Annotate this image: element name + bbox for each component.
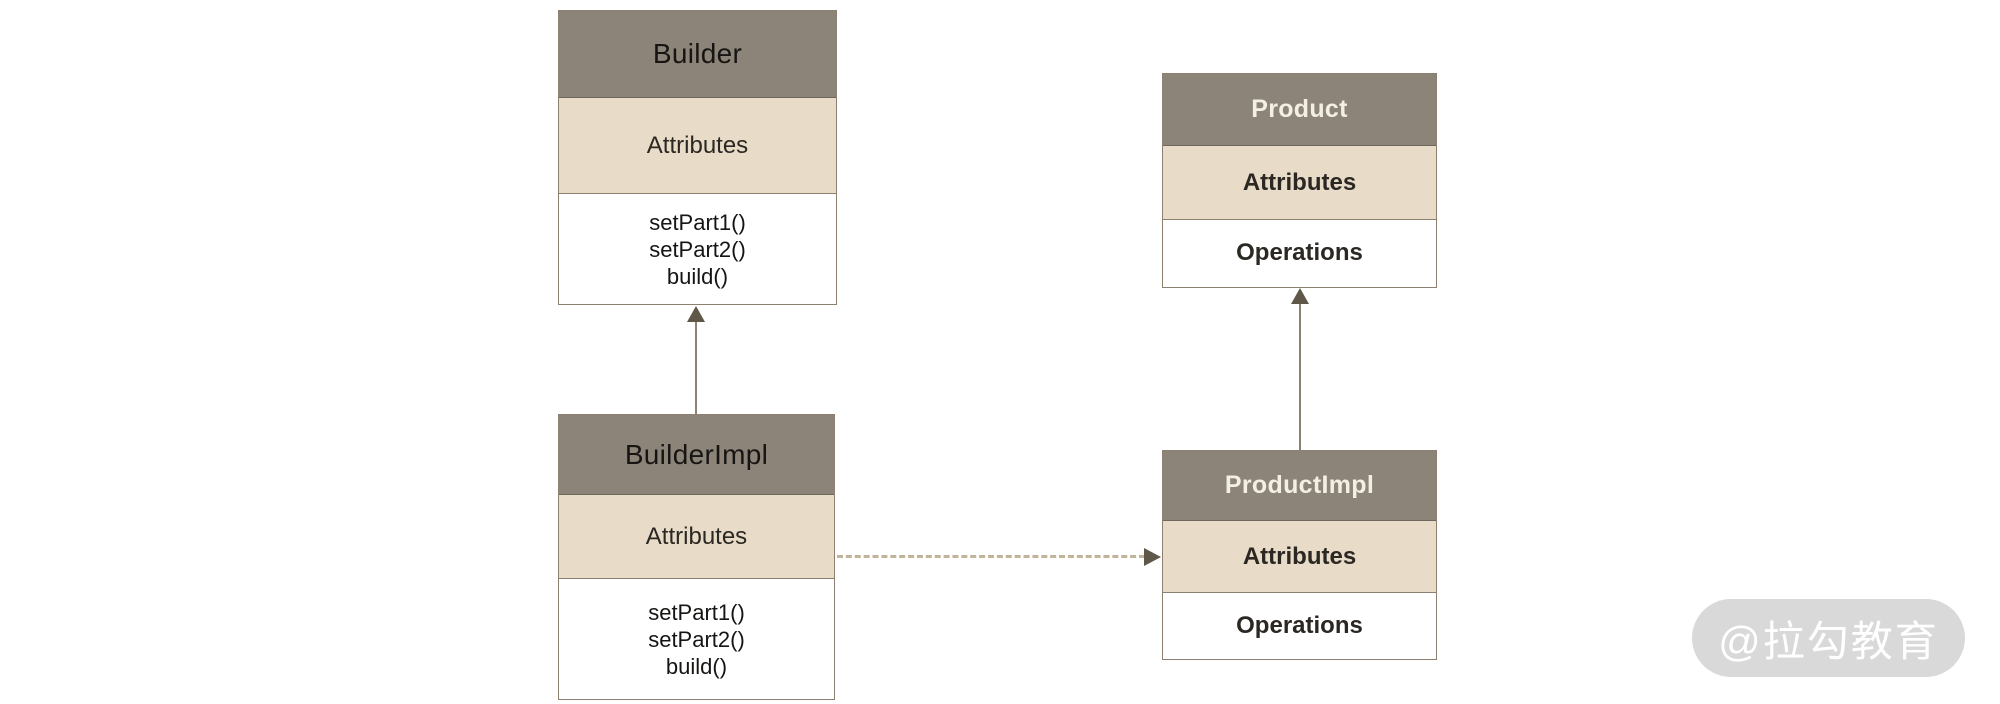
class-box-product: Product Attributes Operations bbox=[1162, 73, 1437, 288]
method-line: build() bbox=[665, 653, 728, 679]
class-title-product: Product bbox=[1163, 74, 1436, 146]
method-line: build() bbox=[666, 263, 729, 289]
watermark-text: @拉勾教育 bbox=[1718, 617, 1939, 665]
generalization-line-builderimpl-to-builder bbox=[695, 318, 697, 414]
attributes-section-builderimpl: Attributes bbox=[559, 495, 834, 579]
operations-section-builder: setPart1() setPart2() build() bbox=[559, 194, 836, 304]
attributes-section-productimpl: Attributes bbox=[1163, 521, 1436, 593]
class-title-productimpl: ProductImpl bbox=[1163, 451, 1436, 521]
dependency-dashed-line-builderimpl-to-productimpl bbox=[837, 555, 1145, 558]
method-line: setPart1() bbox=[648, 599, 745, 625]
attributes-section-builder: Attributes bbox=[559, 98, 836, 194]
class-box-builderimpl: BuilderImpl Attributes setPart1() setPar… bbox=[558, 414, 835, 700]
operations-section-productimpl: Operations bbox=[1163, 593, 1436, 659]
method-line: setPart2() bbox=[649, 236, 746, 262]
arrowhead-up-icon bbox=[1291, 288, 1309, 304]
method-line: setPart2() bbox=[648, 626, 745, 652]
method-line: setPart1() bbox=[649, 209, 746, 235]
class-title-builder: Builder bbox=[559, 11, 836, 98]
operations-section-builderimpl: setPart1() setPart2() build() bbox=[559, 579, 834, 699]
generalization-line-productimpl-to-product bbox=[1299, 300, 1301, 450]
watermark-badge: @拉勾教育 bbox=[1692, 599, 1965, 677]
arrowhead-up-icon bbox=[687, 306, 705, 322]
attributes-section-product: Attributes bbox=[1163, 146, 1436, 220]
class-box-productimpl: ProductImpl Attributes Operations bbox=[1162, 450, 1437, 660]
operations-section-product: Operations bbox=[1163, 220, 1436, 286]
class-box-builder: Builder Attributes setPart1() setPart2()… bbox=[558, 10, 837, 305]
arrowhead-right-icon bbox=[1144, 548, 1161, 566]
class-title-builderimpl: BuilderImpl bbox=[559, 415, 834, 495]
